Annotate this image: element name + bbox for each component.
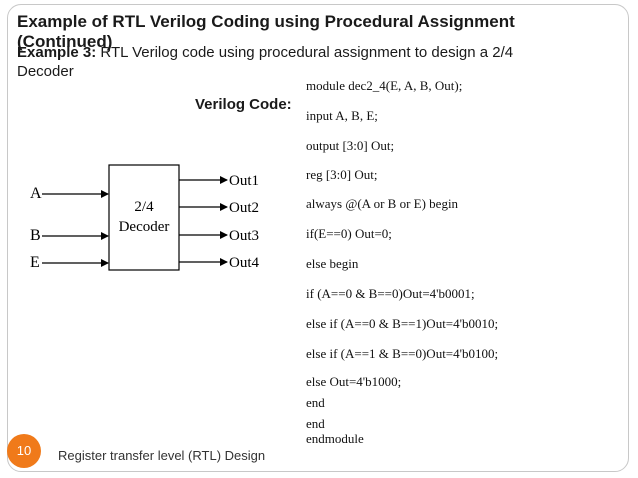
code-line-13: end (306, 416, 325, 431)
page-number-badge (7, 434, 41, 468)
input-label-b: B (30, 227, 41, 244)
output-label-3: Out3 (229, 228, 259, 244)
code-line-4: reg [3:0] Out; (306, 167, 378, 182)
decoder-block-line2: Decoder (119, 219, 170, 235)
footer-text: Register transfer level (RTL) Design (58, 448, 266, 463)
code-line-5: always @(A or B or E) begin (306, 196, 459, 211)
code-line-10: else if (A==1 & B==0)Out=4'b0100; (306, 346, 499, 361)
code-line-11: else Out=4'b1000; (306, 374, 402, 389)
input-label-e: E (30, 254, 40, 271)
example-label: Example 3: (17, 44, 97, 61)
output-label-1: Out1 (229, 173, 259, 189)
code-line-12: end (306, 395, 325, 410)
decoder-block-line1: 2/4 (134, 199, 154, 215)
code-line-3: output [3:0] Out; (306, 138, 395, 153)
code-line-2: input A, B, E; (306, 108, 378, 123)
input-label-a: A (30, 185, 42, 202)
code-line-7: else begin (306, 256, 359, 271)
code-line-6: if(E==0) Out=0; (306, 226, 392, 241)
example-text: RTL Verilog code using procedural assign… (17, 44, 514, 80)
verilog-code-label: Verilog Code: (195, 96, 292, 113)
page-number: 10 (16, 443, 32, 458)
code-line-14: endmodule (306, 431, 364, 446)
code-line-8: if (A==0 & B==0)Out=4'b0001; (306, 286, 475, 301)
code-line-9: else if (A==0 & B==1)Out=4'b0010; (306, 316, 499, 331)
slide-frame (7, 4, 629, 472)
slide-title: Example of RTL Verilog Coding using Proc… (17, 12, 515, 51)
output-label-2: Out2 (229, 200, 259, 216)
decoder-block (108, 164, 180, 271)
code-line-1: module dec2_4(E, A, B, Out); (306, 78, 463, 93)
output-label-4: Out4 (229, 255, 260, 271)
example-description: Example 3: RTL Verilog code using proced… (17, 43, 547, 81)
